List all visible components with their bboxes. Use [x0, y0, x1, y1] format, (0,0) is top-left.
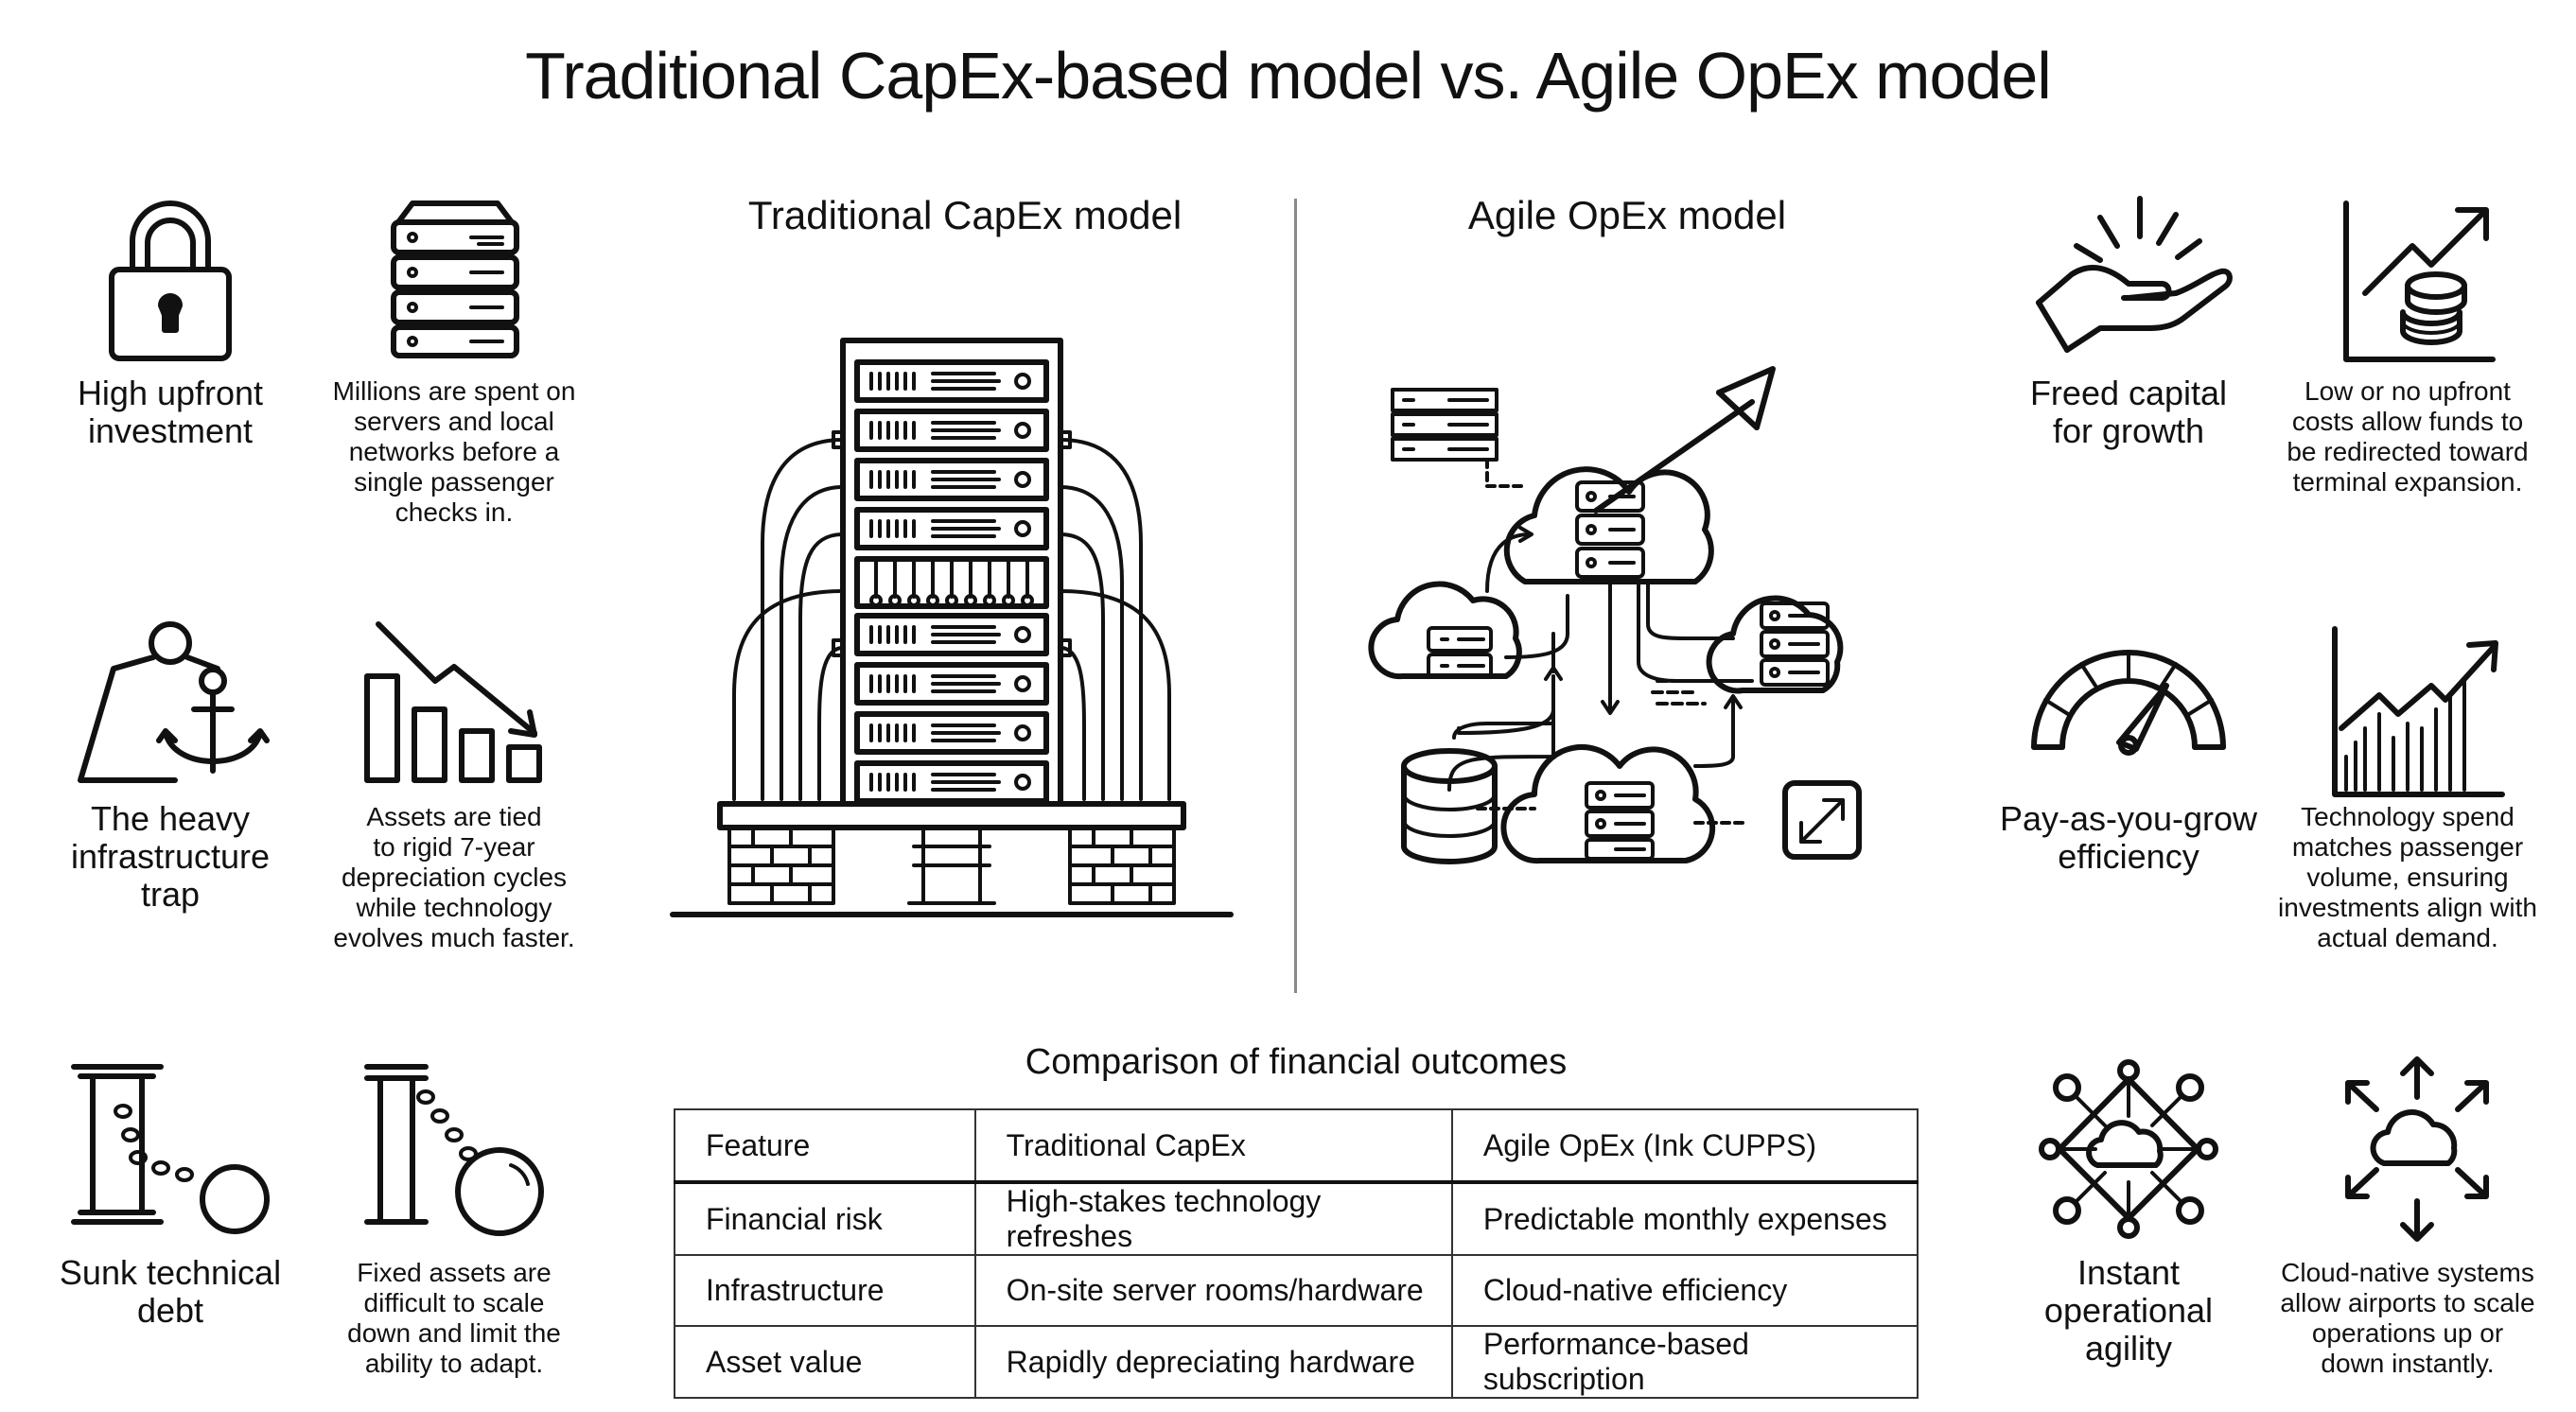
- high-upfront-investment-label: High upfront investment: [77, 374, 264, 450]
- table-cell: Predictable monthly expenses: [1450, 1181, 1919, 1256]
- table-cell: Performance-based subscription: [1450, 1325, 1919, 1399]
- header-agile-opex: Agile OpEx (Ink CUPPS): [1450, 1108, 1919, 1184]
- header-traditional-capex: Traditional CapEx: [973, 1108, 1453, 1184]
- ball-and-chain-pillar-icon: [71, 1064, 270, 1234]
- sunk-technical-debt-label: Sunk technical debt: [59, 1253, 282, 1330]
- declining-bars-icon: [364, 621, 542, 783]
- high-upfront-investment-desc: Millions are spent on servers and local …: [332, 376, 576, 527]
- freed-capital-label: Freed capital for growth: [2029, 374, 2228, 450]
- capex-column-title: Traditional CapEx model: [747, 193, 1183, 237]
- gauge-icon: [2031, 650, 2226, 756]
- table-cell: Cloud-native efficiency: [1450, 1254, 1919, 1327]
- header-feature: Feature: [674, 1108, 976, 1184]
- opex-column-title: Agile OpEx model: [1467, 193, 1787, 237]
- pay-as-you-grow-desc: Technology spend matches passenger volum…: [2278, 802, 2537, 952]
- cloud-expand-arrows-icon: [2345, 1056, 2489, 1242]
- heavy-infrastructure-trap-desc: Assets are tied to rigid 7-year deprecia…: [333, 802, 575, 952]
- table-cell: Infrastructure: [674, 1254, 976, 1327]
- cloud-network-icon: [2039, 1059, 2218, 1239]
- table-header-row: Feature Traditional CapEx Agile OpEx (In…: [674, 1108, 1919, 1184]
- table-title: Comparison of financial outcomes: [1025, 1042, 1568, 1082]
- server-rack-illustration: [670, 338, 1234, 917]
- heavy-infrastructure-trap-label: The heavy infrastructure trap: [70, 799, 271, 914]
- instant-operational-agility-desc: Cloud-native systems allow airports to s…: [2280, 1258, 2535, 1378]
- table-cell: Financial risk: [674, 1181, 976, 1256]
- table-row: Asset value Rapidly depreciating hardwar…: [674, 1325, 1919, 1399]
- sunk-technical-debt-desc: Fixed assets are difficult to scale down…: [347, 1258, 561, 1378]
- padlock-icon: [109, 200, 232, 361]
- table-cell: Asset value: [674, 1325, 976, 1399]
- table-cell: High-stakes technology refreshes: [973, 1181, 1453, 1256]
- table-row: Infrastructure On-site server rooms/hard…: [674, 1254, 1919, 1327]
- instant-operational-agility-label: Instant operational agility: [2043, 1253, 2214, 1368]
- comparison-table: Feature Traditional CapEx Agile OpEx (In…: [674, 1108, 1919, 1399]
- ball-and-chain-column-icon: [364, 1064, 544, 1236]
- weight-anchor-icon: [78, 621, 270, 783]
- cloud-network-illustration: [1368, 366, 1862, 864]
- column-divider: [1294, 199, 1297, 993]
- pay-as-you-grow-label: Pay-as-you-grow efficiency: [1999, 799, 2258, 876]
- table-cell: Rapidly depreciating hardware: [973, 1325, 1453, 1399]
- open-hand-icon: [2036, 196, 2233, 353]
- freed-capital-desc: Low or no upfront costs allow funds to b…: [2287, 376, 2529, 497]
- page-title: Traditional CapEx-based model vs. Agile …: [525, 39, 2052, 113]
- rising-bars-chart-icon: [2332, 626, 2505, 797]
- table-row: Financial risk High-stakes technology re…: [674, 1181, 1919, 1256]
- server-stack-icon: [391, 200, 519, 358]
- table-cell: On-site server rooms/hardware: [973, 1254, 1453, 1327]
- coins-growth-chart-icon: [2343, 200, 2496, 362]
